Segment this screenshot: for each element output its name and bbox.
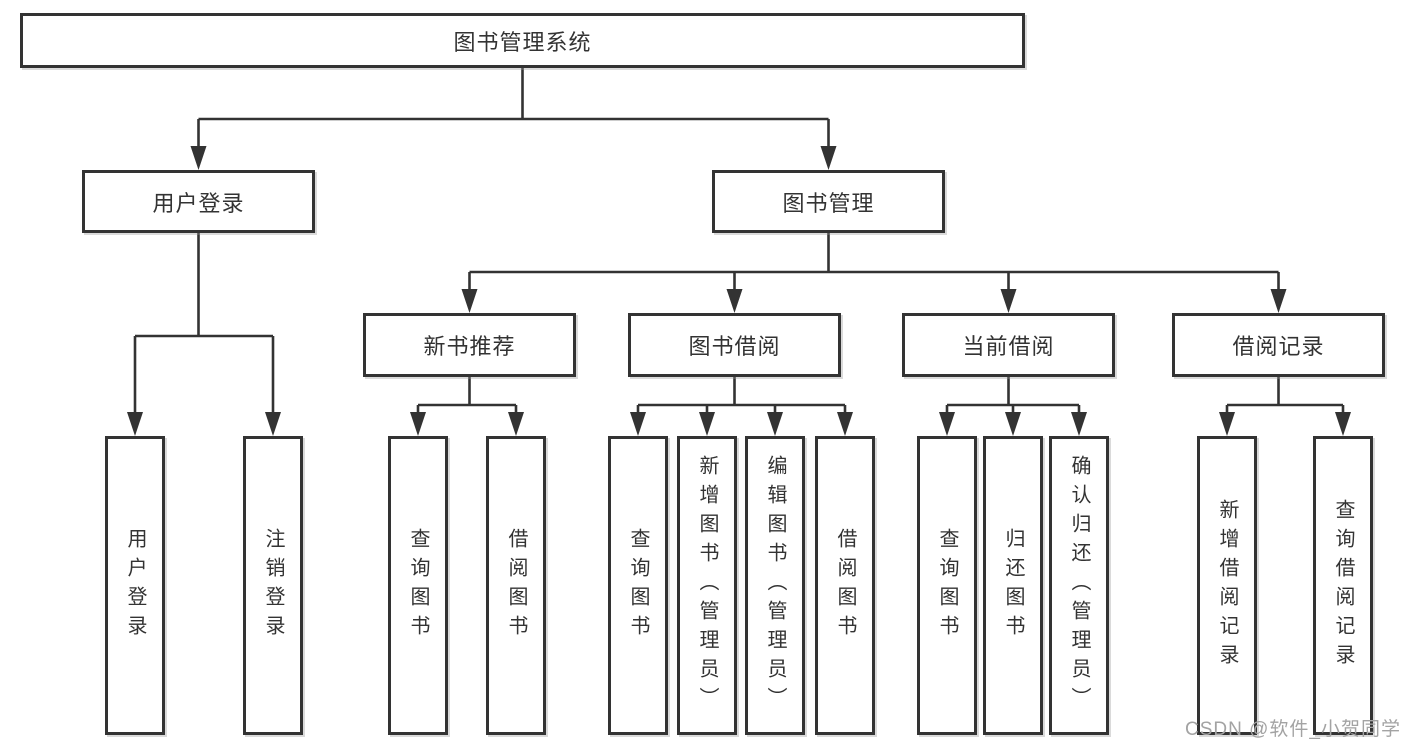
arrowhead-leaf (1219, 412, 1235, 436)
leaf-query-books-2: 查询图书 (608, 436, 668, 735)
leaf-add-borrow-record: 新增借阅记录 (1197, 436, 1257, 735)
arrowhead-leaf (1005, 412, 1021, 436)
arrowhead-leaf (939, 412, 955, 436)
leaf-label: 查询图书 (407, 527, 429, 644)
arrowhead-book-mgmt (820, 146, 837, 170)
leaf-return-books: 归还图书 (983, 436, 1043, 735)
arrowhead-current (1000, 289, 1017, 313)
arrowhead-leaf (508, 412, 524, 436)
leaf-label: 借阅图书 (834, 527, 856, 644)
leaf-logout: 注销登录 (243, 436, 303, 735)
leaf-user-login: 用户登录 (105, 436, 165, 735)
leaf-query-books-3: 查询图书 (917, 436, 977, 735)
leaf-label: 查询图书 (936, 527, 958, 644)
node-new-book-recommend: 新书推荐 (363, 313, 576, 377)
arrowhead-borrow (726, 289, 743, 313)
node-book-management: 图书管理 (712, 170, 945, 233)
leaf-query-books-1: 查询图书 (388, 436, 448, 735)
leaf-label: 归还图书 (1002, 527, 1024, 644)
node-current-borrow: 当前借阅 (902, 313, 1115, 377)
arrowhead-leaf-login (127, 412, 143, 436)
arrowhead-leaf (837, 412, 853, 436)
arrowhead-leaf (767, 412, 783, 436)
arrowhead-user-login (190, 146, 207, 170)
arrowhead-leaf (410, 412, 426, 436)
node-root-library-system: 图书管理系统 (20, 13, 1025, 68)
leaf-label: 注销登录 (262, 527, 284, 644)
leaf-label: 编辑图书（管理员） (764, 455, 786, 716)
leaf-label: 查询图书 (627, 527, 649, 644)
arrowhead-leaf (1071, 412, 1087, 436)
leaf-borrow-books-1: 借阅图书 (486, 436, 546, 735)
arrowhead-records (1270, 289, 1287, 313)
leaf-label: 用户登录 (124, 527, 146, 644)
leaf-label: 确认归还（管理员） (1068, 455, 1090, 716)
csdn-watermark: CSDN @软件_小贺同学 (1185, 719, 1401, 740)
leaf-add-books-admin: 新增图书（管理员） (677, 436, 737, 735)
leaf-edit-books-admin: 编辑图书（管理员） (745, 436, 805, 735)
arrowhead-leaf (630, 412, 646, 436)
leaf-query-borrow-record: 查询借阅记录 (1313, 436, 1373, 735)
node-book-borrow: 图书借阅 (628, 313, 841, 377)
leaf-label: 新增图书（管理员） (696, 455, 718, 716)
node-borrow-records: 借阅记录 (1172, 313, 1385, 377)
leaf-label: 查询借阅记录 (1332, 498, 1354, 673)
arrowhead-leaf (699, 412, 715, 436)
leaf-confirm-return-admin: 确认归还（管理员） (1049, 436, 1109, 735)
arrowhead-leaf (1335, 412, 1351, 436)
node-user-login: 用户登录 (82, 170, 315, 233)
arrowhead-leaf-logout (265, 412, 281, 436)
leaf-borrow-books-2: 借阅图书 (815, 436, 875, 735)
arrowhead-newbook (461, 289, 478, 313)
leaf-label: 借阅图书 (505, 527, 527, 644)
leaf-label: 新增借阅记录 (1216, 498, 1238, 673)
